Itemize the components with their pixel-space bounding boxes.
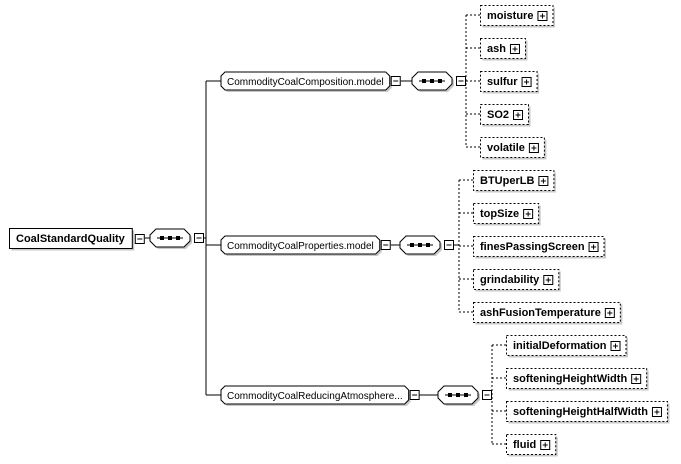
- expand-toggle-icon[interactable]: [631, 374, 642, 384]
- expand-toggle-icon[interactable]: [651, 407, 662, 417]
- collapse-toggle-icon[interactable]: [456, 76, 466, 86]
- expand-toggle-icon[interactable]: [528, 143, 539, 153]
- expand-toggle-icon[interactable]: [588, 242, 599, 252]
- element-label: moisture: [487, 10, 533, 22]
- element-box[interactable]: ash: [480, 38, 528, 61]
- group-label: CommodityCoalProperties.model: [227, 241, 374, 252]
- element-box[interactable]: finesPassingScreen: [473, 236, 607, 259]
- sequence-compositor-icon[interactable]: [399, 235, 442, 256]
- element-label: softeningHeightHalfWidth: [513, 406, 648, 418]
- element-box[interactable]: softeningHeightHalfWidth: [506, 401, 670, 424]
- model-group-box[interactable]: CommodityCoalComposition.model: [220, 71, 392, 92]
- sequence-compositor-icon[interactable]: [437, 385, 480, 406]
- expand-toggle-icon[interactable]: [543, 275, 554, 285]
- element-label: fluid: [513, 439, 536, 451]
- expand-toggle-icon[interactable]: [521, 77, 532, 87]
- element-box[interactable]: initialDeformation: [506, 335, 629, 358]
- collapse-toggle-icon[interactable]: [409, 390, 420, 400]
- element-label: volatile: [487, 142, 525, 154]
- collapse-toggle-icon[interactable]: [482, 390, 492, 400]
- element-label: finesPassingScreen: [480, 241, 585, 253]
- root-element-label: CoalStandardQuality: [16, 233, 126, 245]
- element-box[interactable]: softeningHeightWidth: [506, 368, 649, 391]
- group-label: CommodityCoalReducingAtmosphere...: [227, 391, 403, 402]
- element-label: ash: [487, 43, 506, 55]
- collapse-toggle-icon[interactable]: [134, 234, 145, 244]
- collapse-toggle-icon[interactable]: [194, 233, 204, 243]
- expand-toggle-icon[interactable]: [509, 44, 520, 54]
- group-label: CommodityCoalComposition.model: [227, 77, 384, 88]
- element-label: sulfur: [487, 76, 518, 88]
- sequence-compositor-icon[interactable]: [149, 228, 192, 249]
- element-label: grindability: [480, 274, 540, 286]
- element-box[interactable]: volatile: [480, 137, 547, 160]
- expand-toggle-icon[interactable]: [610, 341, 621, 351]
- element-label: BTUperLB: [480, 175, 534, 187]
- expand-toggle-icon[interactable]: [537, 11, 548, 21]
- element-box[interactable]: BTUperLB: [473, 170, 556, 193]
- expand-toggle-icon[interactable]: [538, 176, 549, 186]
- model-group-box[interactable]: CommodityCoalProperties.model: [220, 235, 382, 256]
- sequence-compositor-icon[interactable]: [411, 71, 454, 92]
- collapse-toggle-icon[interactable]: [380, 240, 391, 250]
- expand-toggle-icon[interactable]: [604, 308, 615, 318]
- expand-toggle-icon[interactable]: [523, 209, 534, 219]
- expand-toggle-icon[interactable]: [540, 440, 551, 450]
- model-group-box[interactable]: CommodityCoalReducingAtmosphere...: [220, 385, 411, 406]
- element-label: SO2: [487, 109, 509, 121]
- element-box[interactable]: grindability: [473, 269, 561, 292]
- element-label: ashFusionTemperature: [480, 307, 601, 319]
- element-label: softeningHeightWidth: [513, 373, 627, 385]
- element-label: initialDeformation: [513, 340, 607, 352]
- element-box[interactable]: moisture: [480, 5, 555, 28]
- collapse-toggle-icon[interactable]: [390, 76, 401, 86]
- element-label: topSize: [480, 208, 519, 220]
- element-box[interactable]: ashFusionTemperature: [473, 302, 623, 325]
- expand-toggle-icon[interactable]: [513, 110, 524, 120]
- root-element-box[interactable]: [9, 228, 133, 249]
- diagram-nodes: CoalStandardQuality CommodityCoalComposit…: [9, 5, 670, 457]
- collapse-toggle-icon[interactable]: [444, 240, 454, 250]
